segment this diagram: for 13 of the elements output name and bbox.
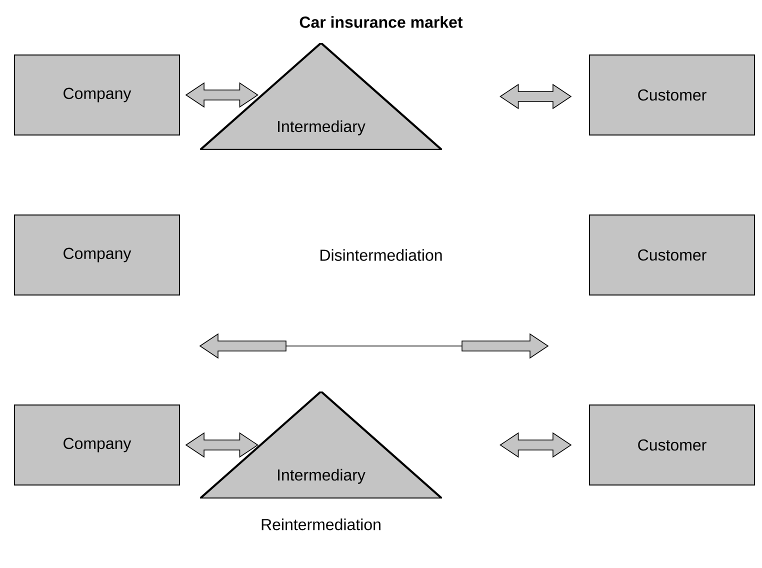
label: Disintermediation <box>320 249 442 261</box>
double-arrow <box>500 432 572 458</box>
title: Car insurance market <box>300 16 463 28</box>
rectangle-box: Customer <box>588 54 756 136</box>
rectangle-box: Company <box>14 404 180 486</box>
rectangle-box: Company <box>14 214 180 296</box>
double-arrow <box>500 84 572 110</box>
rectangle-box: Customer <box>588 404 756 486</box>
rectangle-box: Customer <box>588 214 756 296</box>
triangle: Intermediary <box>200 43 442 150</box>
rectangle-box: Company <box>14 54 180 136</box>
node-label: Reintermediation <box>262 518 380 530</box>
triangle: Intermediary <box>200 392 442 498</box>
